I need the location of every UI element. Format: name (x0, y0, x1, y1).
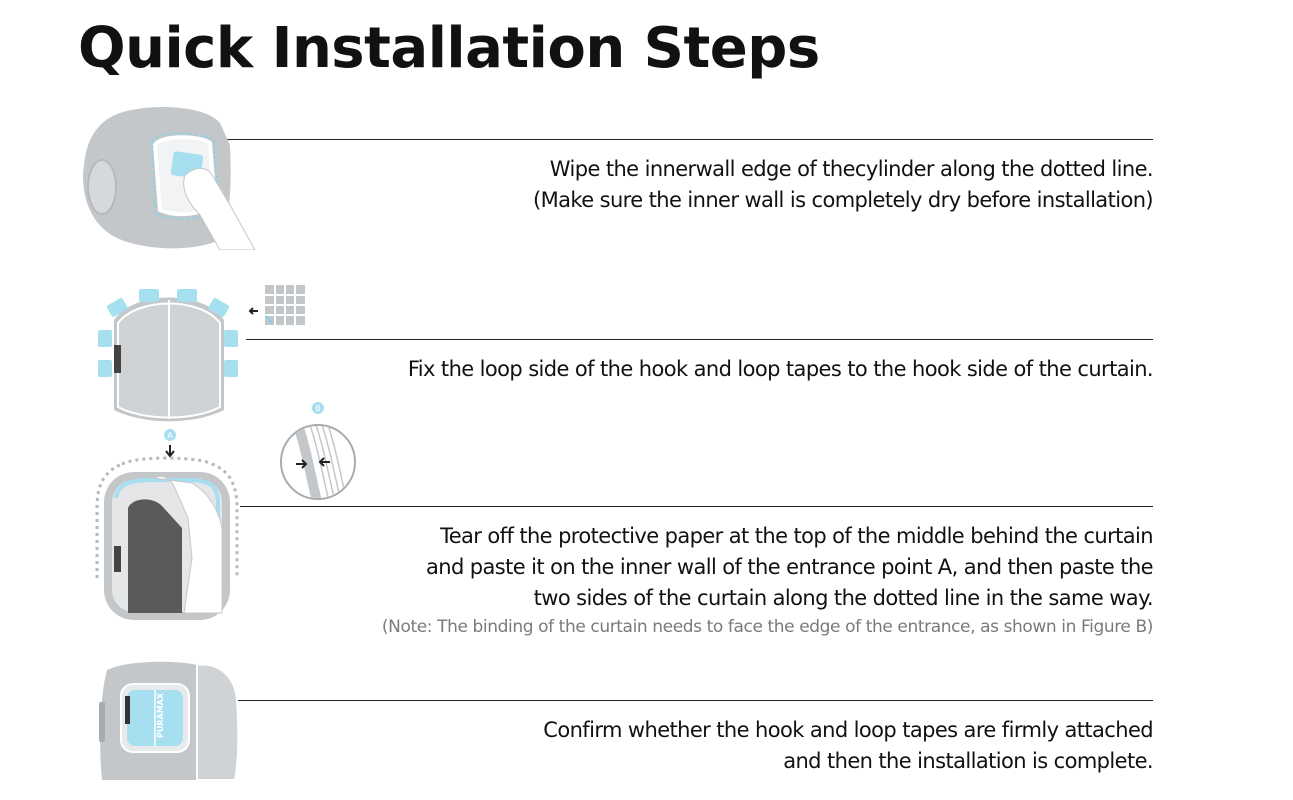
point-b-label: B (315, 404, 321, 413)
step-1-divider (218, 139, 1153, 140)
step-2-text: Fix the loop side of the hook and loop t… (407, 354, 1154, 385)
step-4-illustration: PURAMAX (99, 661, 240, 781)
point-a-label: A (167, 431, 173, 440)
step-3-line-2: and paste it on the inner wall of the en… (425, 555, 1154, 579)
page-title: Quick Installation Steps (78, 16, 820, 81)
step-1-text: Wipe the innerwall edge of thecylinder a… (533, 154, 1154, 216)
step-1-line-2: (Make sure the inner wall is completely … (533, 188, 1154, 212)
step-3-line-1: Tear off the protective paper at the top… (440, 524, 1154, 548)
tape-grid-icon (248, 285, 305, 325)
step-1-illustration (83, 107, 255, 250)
step-4-text: Confirm whether the hook and loop tapes … (543, 715, 1153, 777)
step-3-note: (Note: The binding of the curtain needs … (381, 617, 1154, 637)
step-3-divider (240, 506, 1153, 507)
brand-label: PURAMAX (156, 692, 165, 738)
step-4-line-1: Confirm whether the hook and loop tapes … (543, 718, 1153, 742)
step-3-line-3: two sides of the curtain along the dotte… (533, 586, 1154, 610)
step-3-illustration: A (95, 429, 239, 620)
step-2-illustration (98, 289, 238, 422)
step-4-line-2: and then the installation is complete. (783, 749, 1153, 773)
step-2-divider (246, 339, 1153, 340)
step-1-line-1: Wipe the innerwall edge of thecylinder a… (549, 157, 1154, 181)
step-3-text: Tear off the protective paper at the top… (425, 521, 1154, 614)
step-2-line-1: Fix the loop side of the hook and loop t… (407, 357, 1154, 381)
step-4-divider (160, 700, 1153, 701)
figure-b-illustration: B (280, 402, 356, 500)
